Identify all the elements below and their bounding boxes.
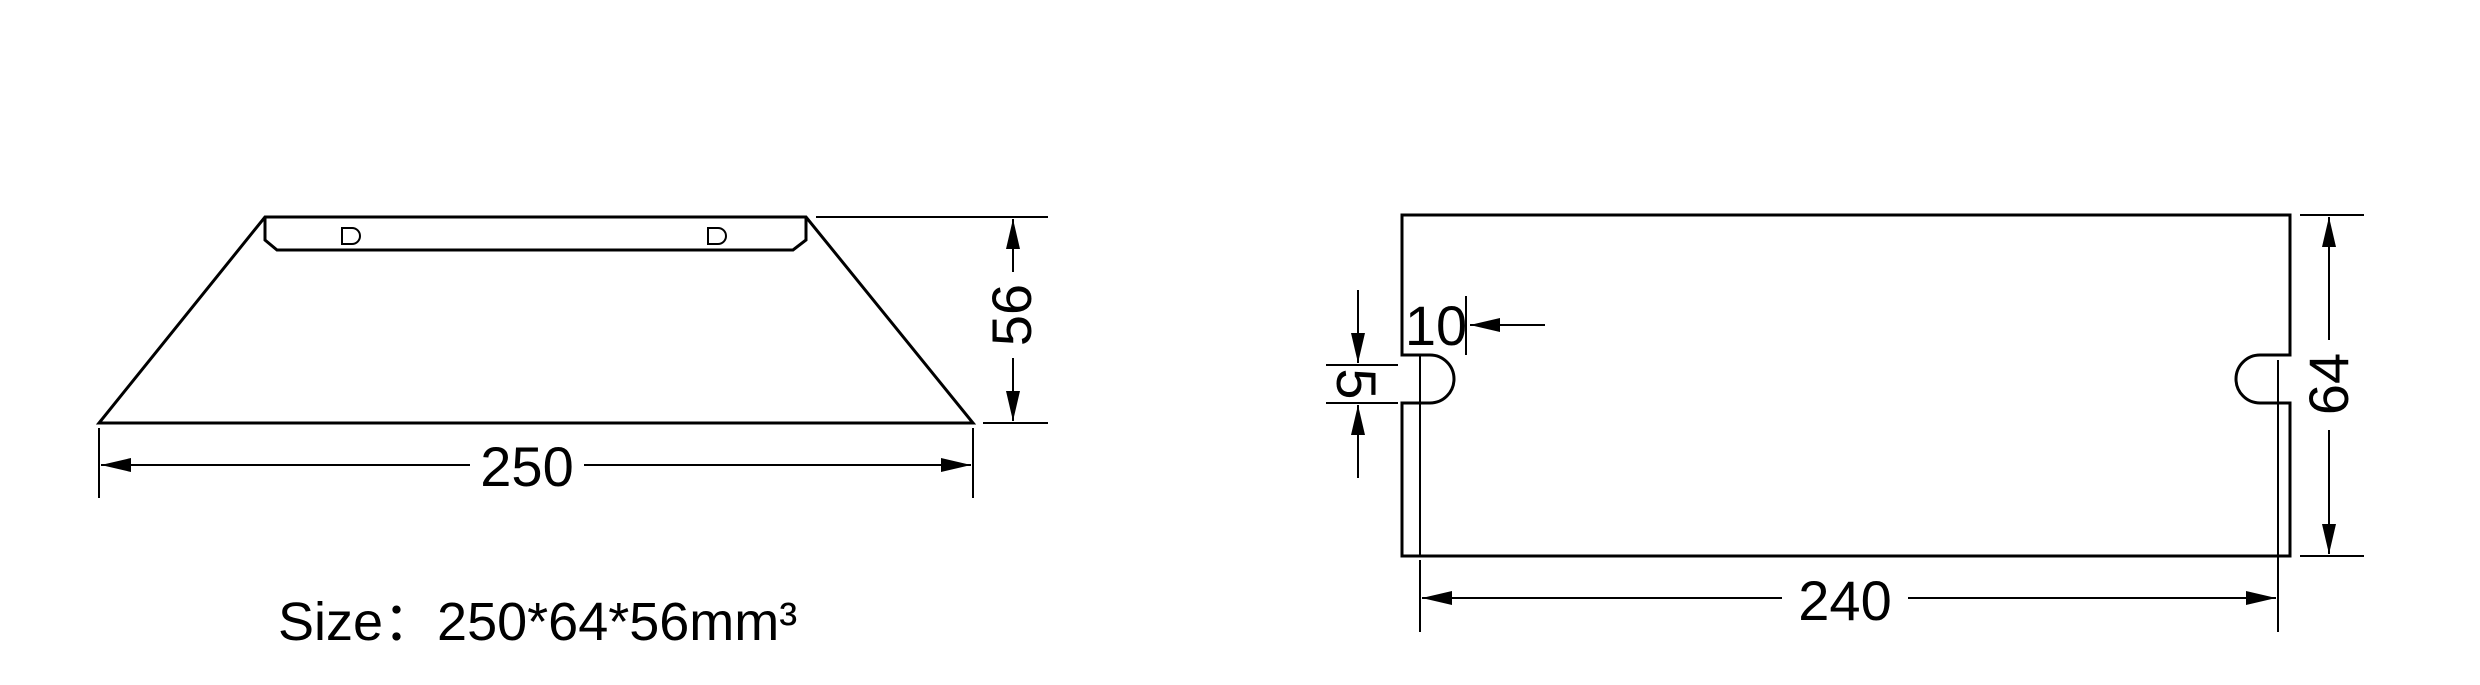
slot-inset-label: 10 [1405, 294, 1467, 357]
side-width-label: 250 [480, 435, 573, 498]
side-view-outline [95, 215, 977, 425]
size-caption-value: 250*64*56mm³ [437, 592, 797, 652]
top-view-outline [1400, 213, 2292, 558]
side-height-label: 56 [980, 284, 1043, 346]
size-caption: Size：250*64*56mm³ [278, 592, 797, 652]
slot-width-label: 5 [1325, 368, 1388, 399]
side-view-mounting-flange [263, 217, 808, 252]
top-height-label: 64 [2297, 353, 2360, 415]
side-view: 56 250 [95, 215, 1048, 498]
mounting-hole-left-icon [341, 227, 361, 245]
size-caption-separator: ： [383, 592, 437, 652]
top-width-label: 240 [1798, 569, 1891, 632]
top-view: 64 240 10 5 [1325, 213, 2364, 632]
size-caption-label: Size [278, 592, 383, 652]
mounting-hole-right-icon [707, 227, 727, 245]
